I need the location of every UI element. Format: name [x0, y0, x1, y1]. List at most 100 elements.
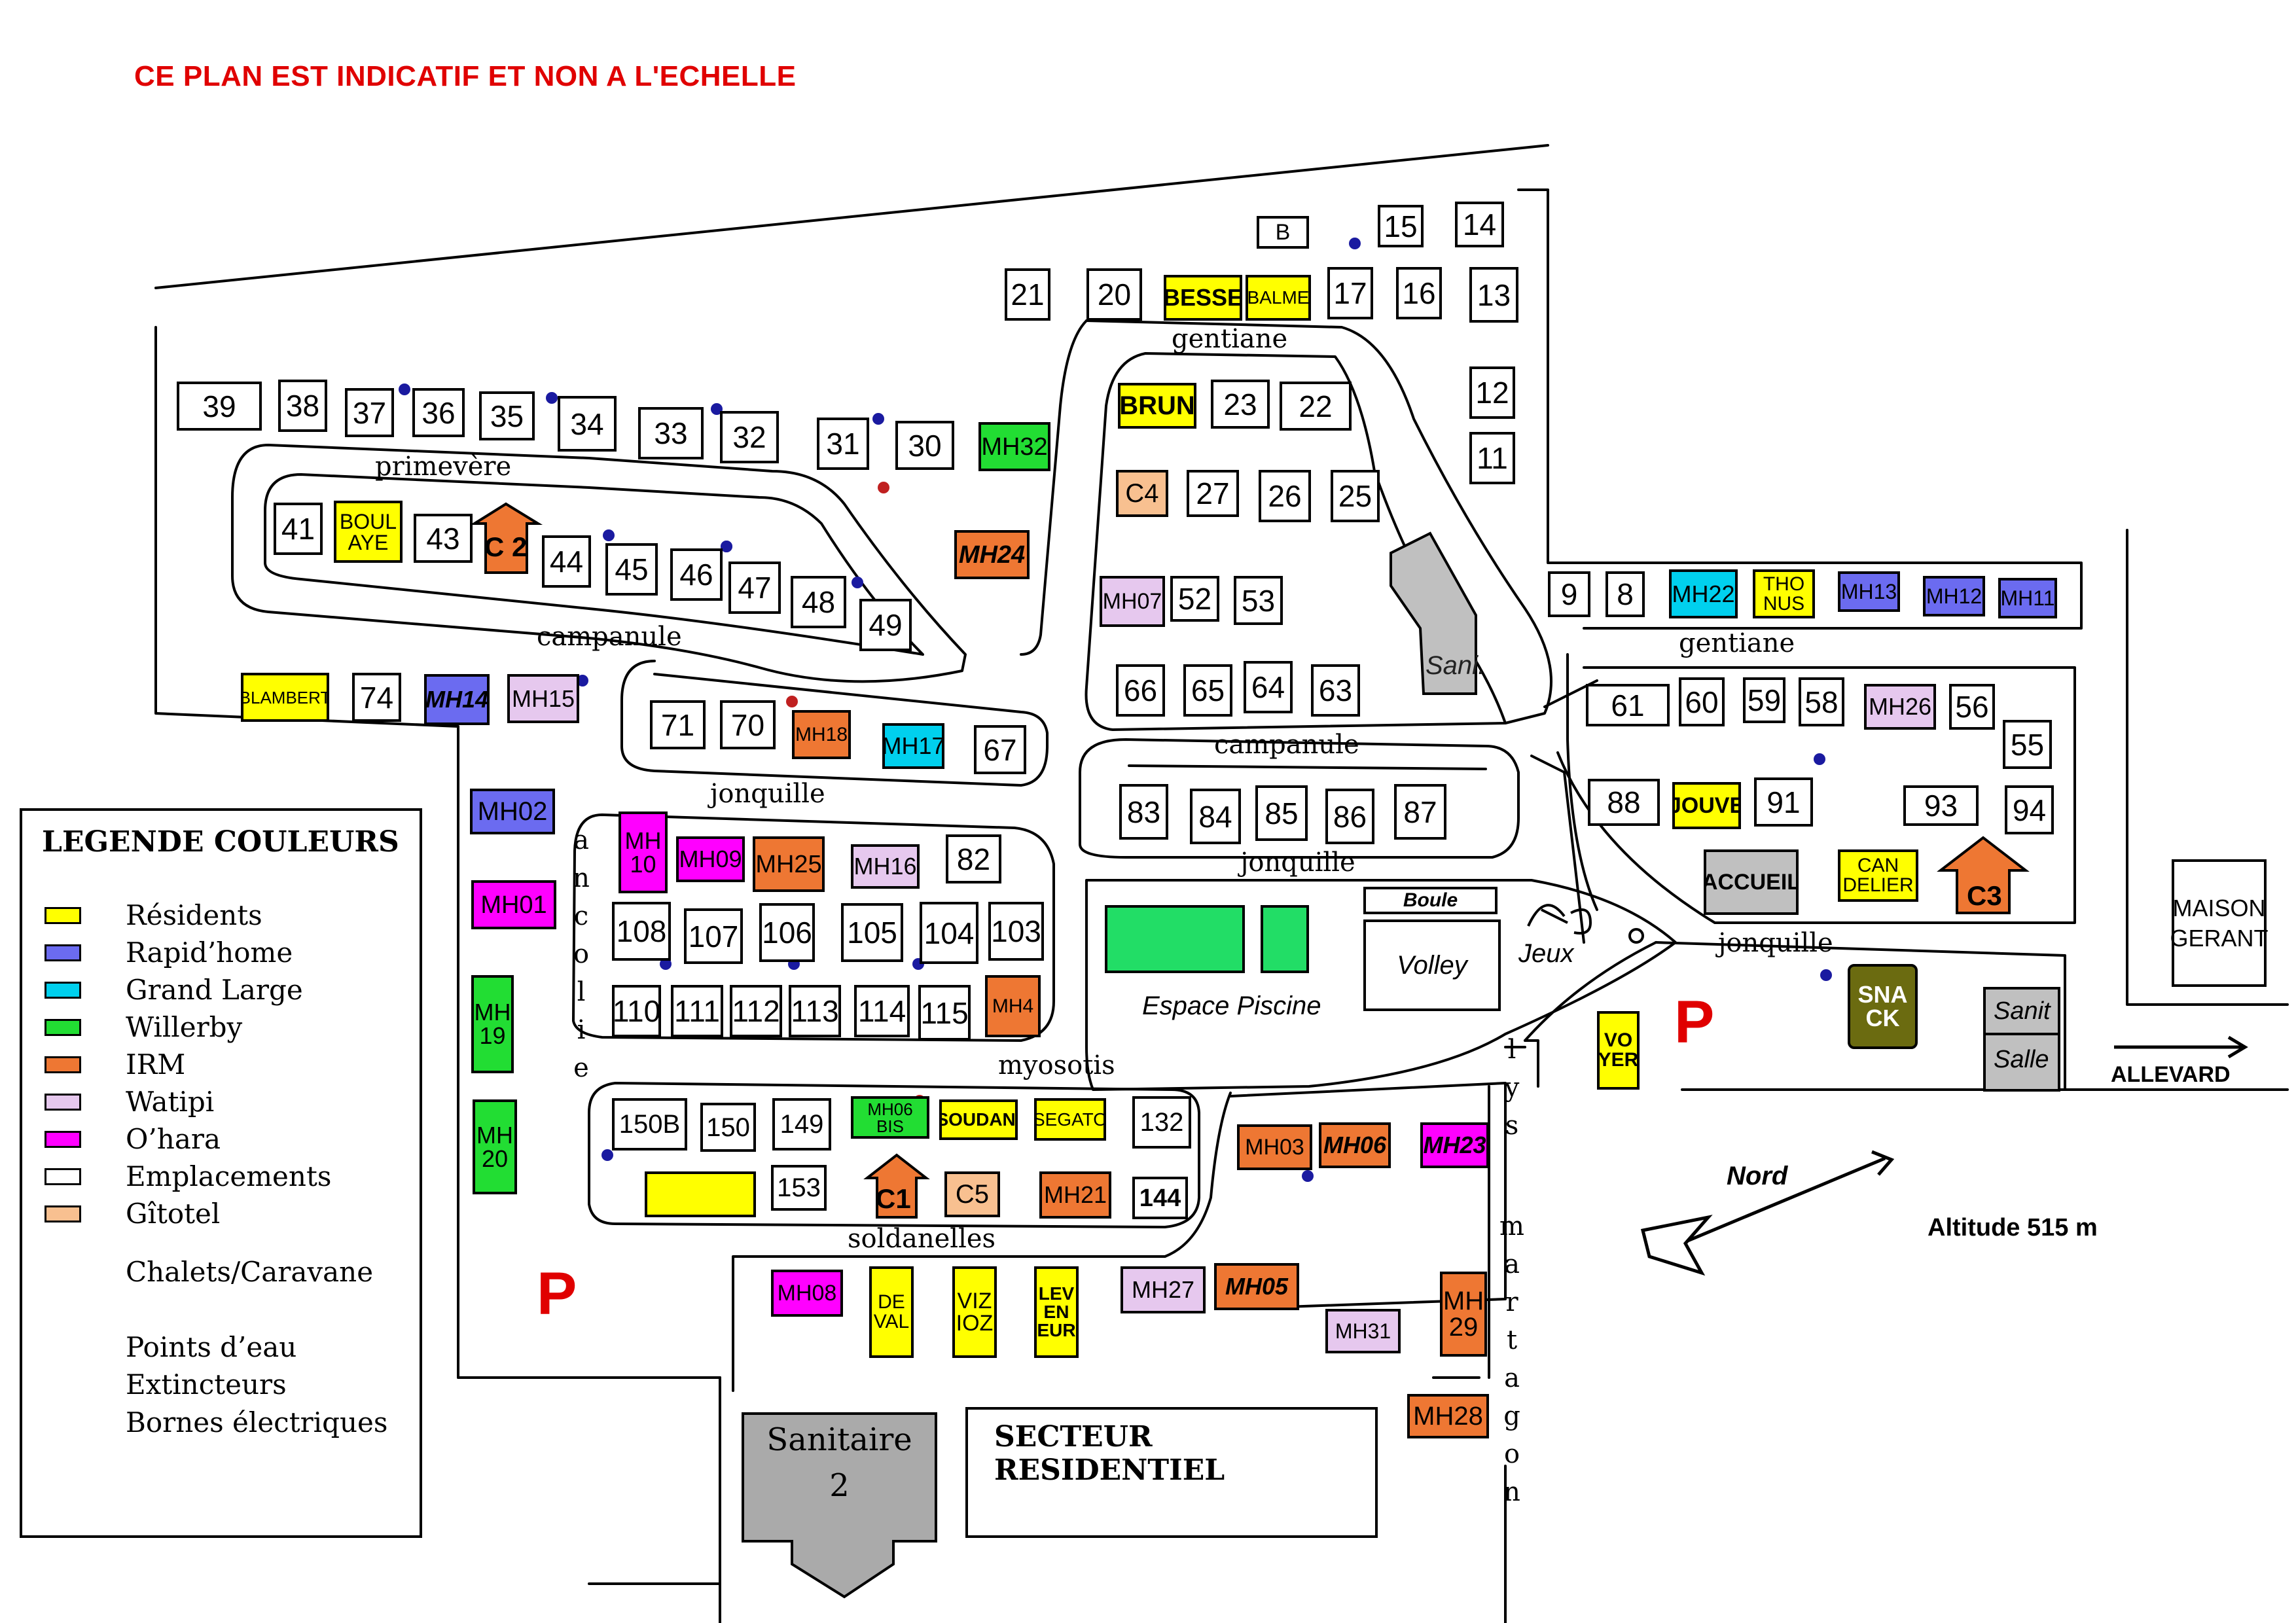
lot-boul-aye[interactable]: BOUL AYE: [334, 501, 403, 563]
lot-150[interactable]: 150: [700, 1103, 756, 1152]
lot-jouve[interactable]: JOUVE: [1672, 782, 1741, 829]
lot-132[interactable]: 132: [1132, 1096, 1191, 1149]
lot-74[interactable]: 74: [352, 673, 401, 722]
lot-unlabeled[interactable]: [645, 1171, 756, 1217]
lot-30[interactable]: 30: [895, 421, 954, 470]
lot-34[interactable]: 34: [558, 396, 617, 452]
lot-23[interactable]: 23: [1211, 380, 1270, 429]
lot-de-val[interactable]: DE VAL: [869, 1266, 914, 1358]
lot-mh27[interactable]: MH27: [1121, 1266, 1206, 1313]
lot-111[interactable]: 111: [671, 985, 723, 1037]
lot-17[interactable]: 17: [1327, 267, 1373, 319]
lot-mh06-bis[interactable]: MH06 BIS: [851, 1096, 929, 1139]
lot-mh06[interactable]: MH06: [1319, 1122, 1391, 1168]
lot-82[interactable]: 82: [946, 834, 1001, 883]
lot-44[interactable]: 44: [542, 535, 591, 588]
lot-26[interactable]: 26: [1259, 470, 1311, 522]
maison-gerant-box[interactable]: MAISON GERANT: [2170, 859, 2269, 987]
lot-48[interactable]: 48: [791, 576, 846, 628]
lot-153[interactable]: 153: [771, 1165, 827, 1211]
lot-67[interactable]: 67: [974, 725, 1026, 774]
lot-mh01[interactable]: MH01: [471, 880, 556, 929]
lot-58[interactable]: 58: [1799, 677, 1844, 726]
lot-107[interactable]: 107: [684, 908, 743, 964]
lot-149[interactable]: 149: [772, 1098, 831, 1150]
lot-mh15[interactable]: MH15: [507, 674, 579, 723]
lot-39[interactable]: 39: [177, 382, 262, 431]
lot-8[interactable]: 8: [1605, 571, 1645, 617]
lot-mh03[interactable]: MH03: [1237, 1124, 1312, 1170]
boule-court[interactable]: Boule: [1363, 887, 1498, 914]
lot-91[interactable]: 91: [1754, 777, 1813, 827]
lot-lev-en-eur[interactable]: LEV EN EUR: [1034, 1266, 1079, 1358]
lot-soudani[interactable]: SOUDANI: [939, 1099, 1018, 1140]
lot-mh12[interactable]: MH12: [1923, 576, 1985, 616]
lot-45[interactable]: 45: [605, 543, 658, 596]
lot-mh09[interactable]: MH09: [676, 836, 745, 882]
chalet-c3-label[interactable]: C3: [1967, 880, 2002, 911]
lot-36[interactable]: 36: [412, 388, 465, 437]
lot-110[interactable]: 110: [612, 985, 661, 1037]
lot-accueil[interactable]: ACCUEIL: [1704, 849, 1799, 915]
lot-38[interactable]: 38: [278, 380, 327, 432]
lot-106[interactable]: 106: [759, 903, 815, 962]
lot-mh-20[interactable]: MH 20: [473, 1099, 517, 1194]
lot-14[interactable]: 14: [1455, 202, 1504, 247]
lot-46[interactable]: 46: [670, 548, 723, 601]
lot-55[interactable]: 55: [2003, 720, 2052, 769]
lot-mh05[interactable]: MH05: [1214, 1263, 1299, 1310]
lot-150b[interactable]: 150B: [612, 1098, 687, 1150]
lot-mh-10[interactable]: MH 10: [619, 812, 668, 893]
lot-41[interactable]: 41: [274, 503, 323, 555]
lot-mh4[interactable]: MH4: [985, 975, 1041, 1037]
lot-mh32[interactable]: MH32: [978, 422, 1050, 471]
volley-court[interactable]: Volley: [1363, 919, 1501, 1011]
lot-114[interactable]: 114: [854, 985, 910, 1037]
lot-61[interactable]: 61: [1586, 684, 1670, 726]
lot-mh21[interactable]: MH21: [1039, 1171, 1111, 1219]
lot-mh18[interactable]: MH18: [792, 710, 851, 759]
lot-32[interactable]: 32: [720, 411, 779, 463]
lot-64[interactable]: 64: [1244, 661, 1293, 713]
lot-144[interactable]: 144: [1132, 1177, 1188, 1219]
lot-37[interactable]: 37: [345, 388, 394, 437]
lot-mh31[interactable]: MH31: [1325, 1309, 1401, 1353]
lot-mh11[interactable]: MH11: [1998, 578, 2057, 618]
lot-66[interactable]: 66: [1116, 664, 1165, 717]
lot-mh26[interactable]: MH26: [1864, 684, 1936, 730]
lot-71[interactable]: 71: [650, 700, 706, 749]
lot-105[interactable]: 105: [841, 903, 903, 962]
lot-mh07[interactable]: MH07: [1100, 576, 1165, 627]
lot-mh25[interactable]: MH25: [753, 836, 825, 892]
lot-mh08[interactable]: MH08: [771, 1270, 843, 1317]
lot-segato[interactable]: SEGATO: [1034, 1098, 1106, 1141]
lot-113[interactable]: 113: [789, 985, 841, 1037]
lot-21[interactable]: 21: [1005, 268, 1050, 321]
lot-47[interactable]: 47: [728, 562, 781, 614]
lot-c4[interactable]: C4: [1116, 470, 1168, 517]
lot-mh24[interactable]: MH24: [954, 530, 1030, 579]
lot-12[interactable]: 12: [1469, 366, 1515, 419]
lot-25[interactable]: 25: [1331, 470, 1380, 522]
lot-85[interactable]: 85: [1255, 785, 1308, 841]
lot-43[interactable]: 43: [414, 514, 473, 563]
lot-13[interactable]: 13: [1469, 267, 1518, 323]
lot-mh13[interactable]: MH13: [1838, 571, 1900, 612]
lot-65[interactable]: 65: [1183, 664, 1232, 717]
lot-93[interactable]: 93: [1903, 785, 1979, 826]
lot-59[interactable]: 59: [1743, 677, 1785, 723]
lot-53[interactable]: 53: [1234, 576, 1283, 625]
lot-49[interactable]: 49: [859, 599, 912, 651]
lot-87[interactable]: 87: [1394, 784, 1446, 840]
lot-112[interactable]: 112: [730, 985, 782, 1037]
lot-mh16[interactable]: MH16: [851, 844, 920, 889]
secteur-residentiel-box[interactable]: SECTEUR RESIDENTIEL: [965, 1407, 1378, 1538]
lot-tho-nus[interactable]: THO NUS: [1753, 569, 1815, 618]
lot-63[interactable]: 63: [1311, 664, 1360, 717]
lot-84[interactable]: 84: [1190, 789, 1241, 844]
lot-16[interactable]: 16: [1396, 267, 1442, 319]
lot-60[interactable]: 60: [1679, 677, 1725, 726]
lot-11[interactable]: 11: [1469, 432, 1515, 484]
chalet-c1-label[interactable]: C1: [876, 1183, 911, 1214]
lot-balme[interactable]: BALME: [1246, 275, 1311, 321]
